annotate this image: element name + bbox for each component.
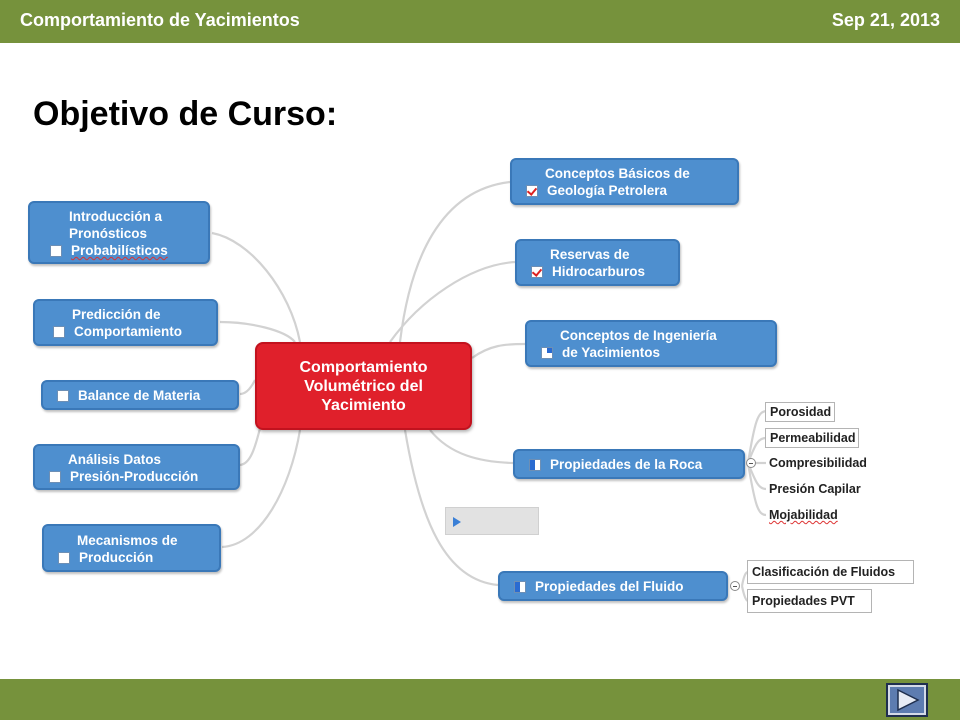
checkbox-empty-icon[interactable]: [53, 325, 65, 338]
checkbox-checked-icon[interactable]: [531, 265, 543, 278]
node-mecanismos-produccion[interactable]: Mecanismos de Producción: [42, 524, 221, 572]
node-balance-materia[interactable]: Balance de Materia: [41, 380, 239, 410]
progress-half-icon[interactable]: [541, 346, 553, 359]
subtopic-porosidad[interactable]: Porosidad: [765, 402, 835, 422]
subtopic-permeabilidad[interactable]: Permeabilidad: [765, 428, 859, 448]
node-introduccion-pronosticos[interactable]: Introducción a Pronósticos Probabilístic…: [28, 201, 210, 264]
slide-title: Objetivo de Curso:: [33, 95, 338, 133]
collapse-roca-icon[interactable]: [746, 458, 756, 468]
subtopic-clasificacion-fluidos[interactable]: Clasificación de Fluidos: [747, 560, 914, 584]
progress-quarter-icon[interactable]: [529, 458, 541, 471]
checkbox-empty-icon[interactable]: [57, 389, 69, 402]
checkbox-empty-icon[interactable]: [58, 551, 70, 564]
collapse-fluido-icon[interactable]: [730, 581, 740, 591]
central-topic[interactable]: Comportamiento Volumétrico del Yacimient…: [255, 342, 472, 430]
footer-bar: [0, 679, 960, 720]
node-analisis-datos[interactable]: Análisis Datos Presión-Producción: [33, 444, 240, 490]
subtopic-compresibilidad[interactable]: Compresibilidad: [769, 456, 867, 470]
node-reservas-hidrocarburos[interactable]: Reservas de Hidrocarburos: [515, 239, 680, 286]
presentation-title: Comportamiento de Yacimientos: [20, 10, 300, 30]
node-prediccion-comportamiento[interactable]: Predicción de Comportamiento: [33, 299, 218, 346]
node-propiedades-roca[interactable]: Propiedades de la Roca: [513, 449, 745, 479]
node-propiedades-fluido[interactable]: Propiedades del Fluido: [498, 571, 728, 601]
media-play-button[interactable]: [445, 507, 539, 535]
presentation-date: Sep 21, 2013: [831, 10, 940, 30]
checkbox-empty-icon[interactable]: [50, 244, 62, 257]
header-bar: Comportamiento de Yacimientos Sep 21, 20…: [0, 0, 960, 43]
node-conceptos-geologia[interactable]: Conceptos Básicos de Geología Petrolera: [510, 158, 739, 205]
next-slide-button[interactable]: [886, 683, 928, 717]
checkbox-checked-icon[interactable]: [526, 184, 538, 197]
subtopic-presion-capilar[interactable]: Presión Capilar: [769, 482, 861, 496]
subtopic-propiedades-pvt[interactable]: Propiedades PVT: [747, 589, 872, 613]
node-conceptos-ingenieria[interactable]: Conceptos de Ingeniería de Yacimientos: [525, 320, 777, 367]
checkbox-empty-icon[interactable]: [49, 470, 61, 483]
play-arrow-icon: [897, 688, 920, 712]
subtopic-mojabilidad[interactable]: Mojabilidad: [769, 508, 838, 522]
progress-quarter-icon[interactable]: [514, 580, 526, 593]
